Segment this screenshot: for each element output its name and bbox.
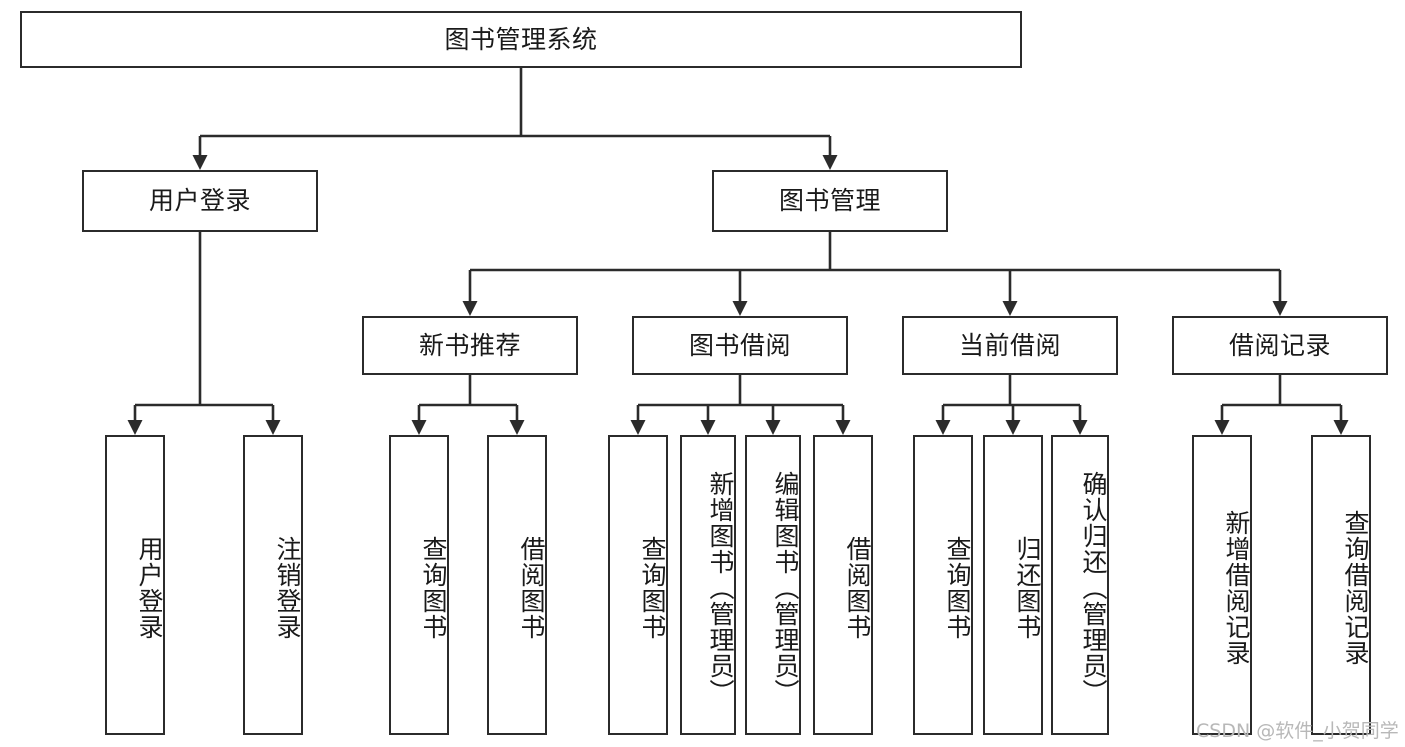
group0-arrow-0-head: [127, 420, 143, 435]
node-leaf-6-label: 编辑图书（管理员）: [771, 471, 800, 705]
group2-arrow-2-head: [765, 420, 781, 435]
node-level2-0-label: 用户登录: [148, 186, 251, 216]
node-root-label: 图书管理系统: [444, 24, 598, 54]
node-leaf-8-label: 查询图书: [943, 536, 972, 640]
node-level3-0-label: 新书推荐: [418, 330, 521, 360]
node-level2-1[interactable]: 图书管理: [712, 170, 948, 232]
node-leaf-11[interactable]: 新增借阅记录: [1192, 435, 1252, 735]
node-leaf-5[interactable]: 新增图书（管理员）: [680, 435, 736, 735]
group2-arrow-3-head: [835, 420, 851, 435]
node-level2-0[interactable]: 用户登录: [82, 170, 318, 232]
node-leaf-11-label: 新增借阅记录: [1222, 510, 1251, 666]
node-leaf-7[interactable]: 借阅图书: [813, 435, 873, 735]
node-leaf-3[interactable]: 借阅图书: [487, 435, 547, 735]
node-leaf-3-label: 借阅图书: [517, 536, 546, 640]
node-leaf-8[interactable]: 查询图书: [913, 435, 973, 735]
node-leaf-10-label: 确认归还（管理员）: [1079, 471, 1108, 705]
root-arrow-1-head: [822, 155, 838, 170]
node-leaf-2-label: 查询图书: [419, 536, 448, 640]
node-leaf-4-label: 查询图书: [638, 536, 667, 640]
node-level3-2-label: 当前借阅: [958, 330, 1061, 360]
node-level3-1[interactable]: 图书借阅: [632, 316, 848, 375]
mgmt-arrow-0-head: [462, 301, 478, 316]
node-leaf-1-label: 注销登录: [273, 536, 302, 640]
node-leaf-5-label: 新增图书（管理员）: [706, 471, 735, 705]
node-level3-2[interactable]: 当前借阅: [902, 316, 1118, 375]
node-leaf-2[interactable]: 查询图书: [389, 435, 449, 735]
root-arrow-0-head: [192, 155, 208, 170]
csdn-watermark: CSDN @软件_小贺同学: [1196, 720, 1399, 742]
group1-arrow-0-head: [411, 420, 427, 435]
node-level3-1-label: 图书借阅: [688, 330, 791, 360]
node-leaf-9[interactable]: 归还图书: [983, 435, 1043, 735]
group4-arrow-0-head: [1214, 420, 1230, 435]
group2-arrow-0-head: [630, 420, 646, 435]
group0-arrow-1-head: [265, 420, 281, 435]
node-leaf-12-label: 查询借阅记录: [1341, 510, 1370, 666]
group1-arrow-1-head: [509, 420, 525, 435]
mgmt-arrow-2-head: [1002, 301, 1018, 316]
node-leaf-0-label: 用户登录: [135, 536, 164, 640]
node-root[interactable]: 图书管理系统: [20, 11, 1022, 68]
node-leaf-4[interactable]: 查询图书: [608, 435, 668, 735]
node-leaf-0[interactable]: 用户登录: [105, 435, 165, 735]
node-leaf-9-label: 归还图书: [1013, 536, 1042, 640]
node-level3-3[interactable]: 借阅记录: [1172, 316, 1388, 375]
group3-arrow-0-head: [935, 420, 951, 435]
node-leaf-1[interactable]: 注销登录: [243, 435, 303, 735]
node-level3-3-label: 借阅记录: [1228, 330, 1331, 360]
group2-arrow-1-head: [700, 420, 716, 435]
node-level3-0[interactable]: 新书推荐: [362, 316, 578, 375]
node-leaf-12[interactable]: 查询借阅记录: [1311, 435, 1371, 735]
node-leaf-7-label: 借阅图书: [843, 536, 872, 640]
mgmt-arrow-3-head: [1272, 301, 1288, 316]
group4-arrow-1-head: [1333, 420, 1349, 435]
node-level2-1-label: 图书管理: [778, 186, 881, 216]
group3-arrow-1-head: [1005, 420, 1021, 435]
node-leaf-6[interactable]: 编辑图书（管理员）: [745, 435, 801, 735]
group3-arrow-2-head: [1072, 420, 1088, 435]
mgmt-arrow-1-head: [732, 301, 748, 316]
node-leaf-10[interactable]: 确认归还（管理员）: [1051, 435, 1109, 735]
